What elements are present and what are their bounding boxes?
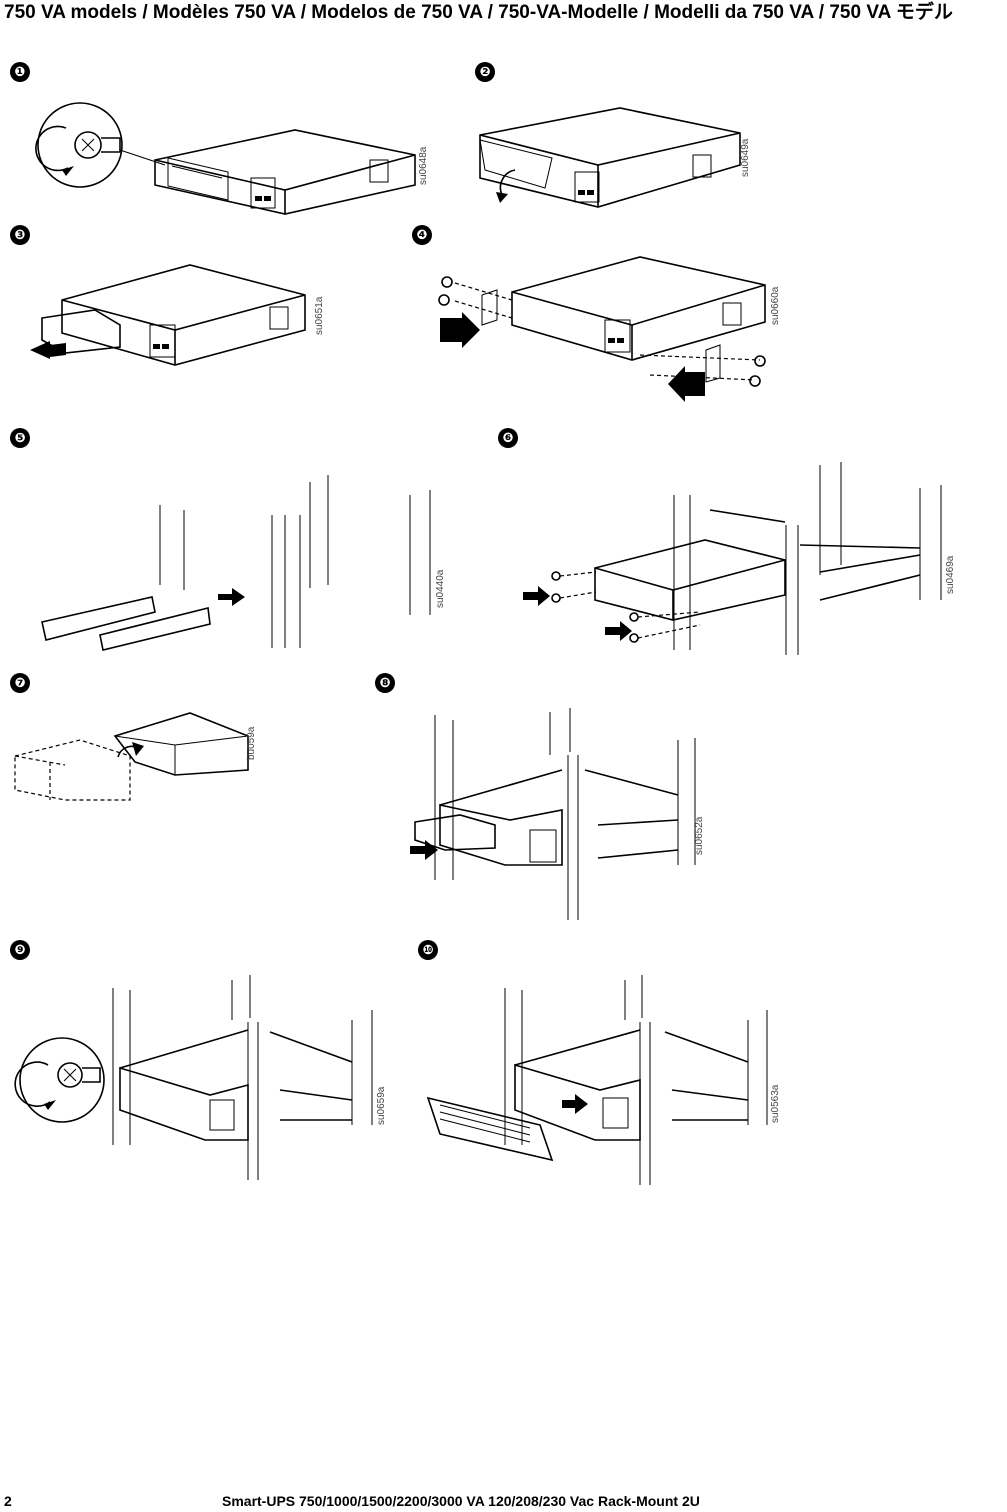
page-title: 750 VA models / Modèles 750 VA / Modelos… [4, 2, 953, 23]
figure-code-5: su0440a [435, 569, 446, 608]
step-badge-6: ❻ [498, 428, 518, 448]
figure-code-7: bu059a [246, 726, 257, 760]
step-6-illustration [523, 462, 942, 655]
figure-code-3: su0651a [314, 296, 325, 335]
page-number: 2 [4, 1493, 12, 1509]
figure-code-8: su0652a [694, 816, 705, 855]
step-badge-1: ❶ [10, 62, 30, 82]
figure-code-10: su0563a [770, 1084, 781, 1123]
step-badge-7: ❼ [10, 673, 30, 693]
step-7-illustration [14, 712, 249, 801]
step-9-illustration [14, 975, 373, 1180]
step-badge-2: ❷ [475, 62, 495, 82]
step-badge-8: ❽ [375, 673, 395, 693]
figure-code-2: su0649a [740, 138, 751, 177]
step-4-illustration [438, 256, 766, 402]
step-badge-9: ❾ [10, 940, 30, 960]
figure-code-4: su0660a [770, 286, 781, 325]
step-2-illustration [479, 107, 741, 208]
step-badge-4: ❹ [412, 225, 432, 245]
step-1-illustration [35, 102, 416, 215]
step-badge-10: ❿ [418, 940, 438, 960]
figure-code-6: su0469a [945, 555, 956, 594]
step-3-illustration [30, 264, 306, 366]
step-8-illustration [410, 708, 696, 920]
figure-code-9: su0659a [376, 1086, 387, 1125]
footer-product: Smart-UPS 750/1000/1500/2200/3000 VA 120… [222, 1493, 700, 1509]
figure-code-1: su0648a [418, 146, 429, 185]
step-badge-5: ❺ [10, 428, 30, 448]
step-10-illustration [426, 975, 768, 1185]
step-5-illustration [41, 475, 431, 651]
step-badge-3: ❸ [10, 225, 30, 245]
